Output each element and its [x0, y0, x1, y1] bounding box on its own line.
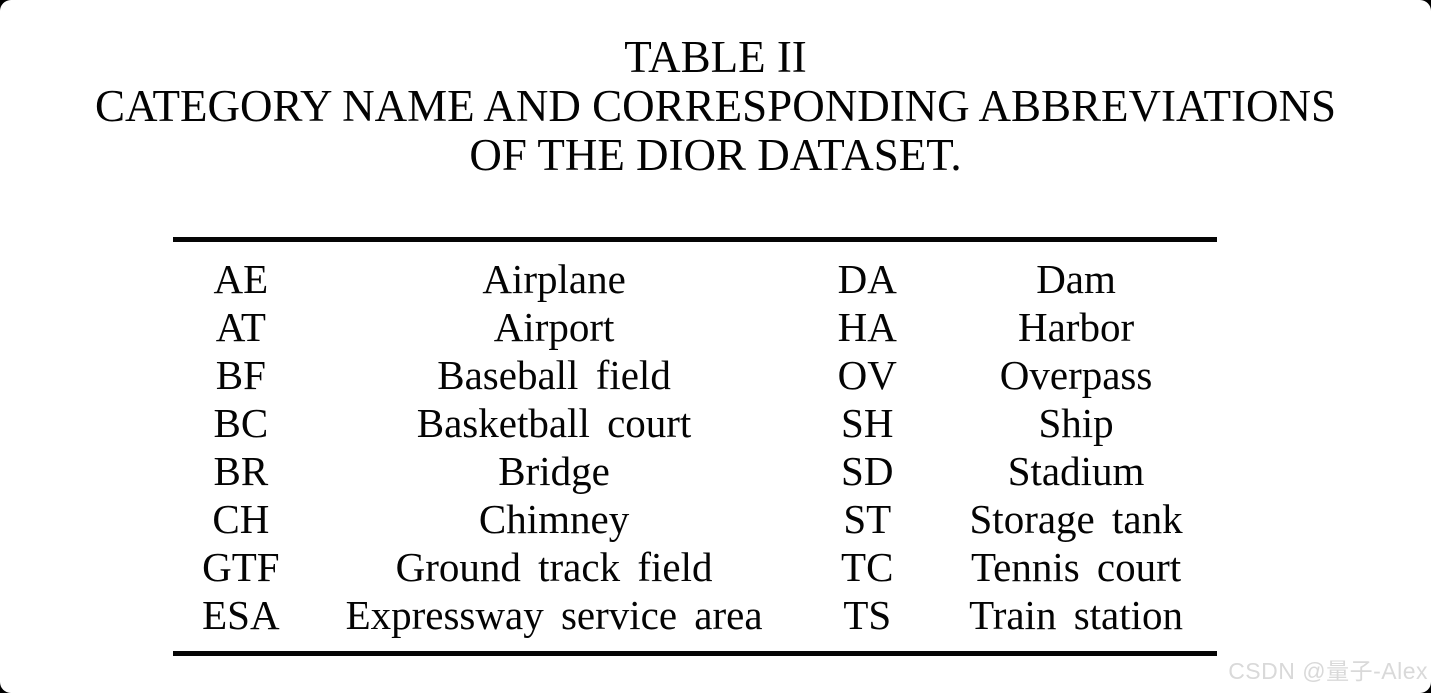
name-cell-right: Ship	[1038, 399, 1114, 446]
name-cell-right: Overpass	[999, 351, 1153, 398]
abbr-cell-left: ESA	[202, 591, 280, 638]
table-caption: TABLE II CATEGORY NAME AND CORRESPONDING…	[0, 33, 1431, 180]
abbr-cell-right: HA	[837, 303, 897, 350]
abbr-cell-right: SD	[841, 447, 894, 494]
name-cell-left: Chimney	[478, 495, 630, 542]
table-row: AT Airport HA Harbor	[173, 303, 1217, 351]
table-row: BF Baseball field OV Overpass	[173, 351, 1217, 399]
table-row: CH Chimney ST Storage tank	[173, 495, 1217, 543]
table-caption-number: TABLE II	[624, 32, 807, 82]
abbr-cell-left: GTF	[202, 543, 280, 590]
name-cell-right: Train station	[969, 591, 1184, 638]
name-cell-right: Stadium	[1007, 447, 1145, 494]
name-cell-left: Bridge	[498, 447, 610, 494]
abbreviation-table-frame: AE Airplane DA Dam AT Airport HA Harbor …	[173, 237, 1217, 656]
table-row: AE Airplane DA Dam	[173, 255, 1217, 303]
abbr-cell-right: TC	[841, 543, 894, 590]
abbr-cell-left: BC	[213, 399, 269, 446]
table-caption-title-line-1: CATEGORY NAME AND CORRESPONDING ABBREVIA…	[95, 81, 1336, 131]
name-cell-left: Baseball field	[437, 351, 671, 398]
name-cell-right: Storage tank	[969, 495, 1183, 542]
table-row: ESA Expressway service area TS Train sta…	[173, 591, 1217, 639]
abbreviation-table: AE Airplane DA Dam AT Airport HA Harbor …	[173, 255, 1217, 639]
name-cell-right: Tennis court	[970, 543, 1182, 590]
name-cell-right: Dam	[1036, 255, 1116, 302]
table-row: BR Bridge SD Stadium	[173, 447, 1217, 495]
csdn-watermark: CSDN @量子-Alex	[1228, 658, 1428, 684]
abbr-cell-left: CH	[212, 495, 270, 542]
table-row: BC Basketball court SH Ship	[173, 399, 1217, 447]
name-cell-left: Basketball court	[416, 399, 692, 446]
abbr-cell-right: DA	[837, 255, 897, 302]
name-cell-left: Ground track field	[395, 543, 713, 590]
table-row: GTF Ground track field TC Tennis court	[173, 543, 1217, 591]
name-cell-left: Expressway service area	[345, 591, 763, 638]
name-cell-left: Airport	[493, 303, 615, 350]
abbr-cell-left: BR	[213, 447, 269, 494]
abbr-cell-right: ST	[843, 495, 892, 542]
abbr-cell-right: SH	[841, 399, 894, 446]
table-caption-title-line-2: OF THE DIOR DATASET.	[469, 130, 962, 180]
abbr-cell-left: BF	[215, 351, 266, 398]
abbr-cell-right: OV	[837, 351, 897, 398]
name-cell-left: Airplane	[482, 255, 626, 302]
abbr-cell-left: AT	[215, 303, 266, 350]
abbr-cell-left: AE	[213, 255, 269, 302]
abbr-cell-right: TS	[843, 591, 892, 638]
name-cell-right: Harbor	[1017, 303, 1135, 350]
